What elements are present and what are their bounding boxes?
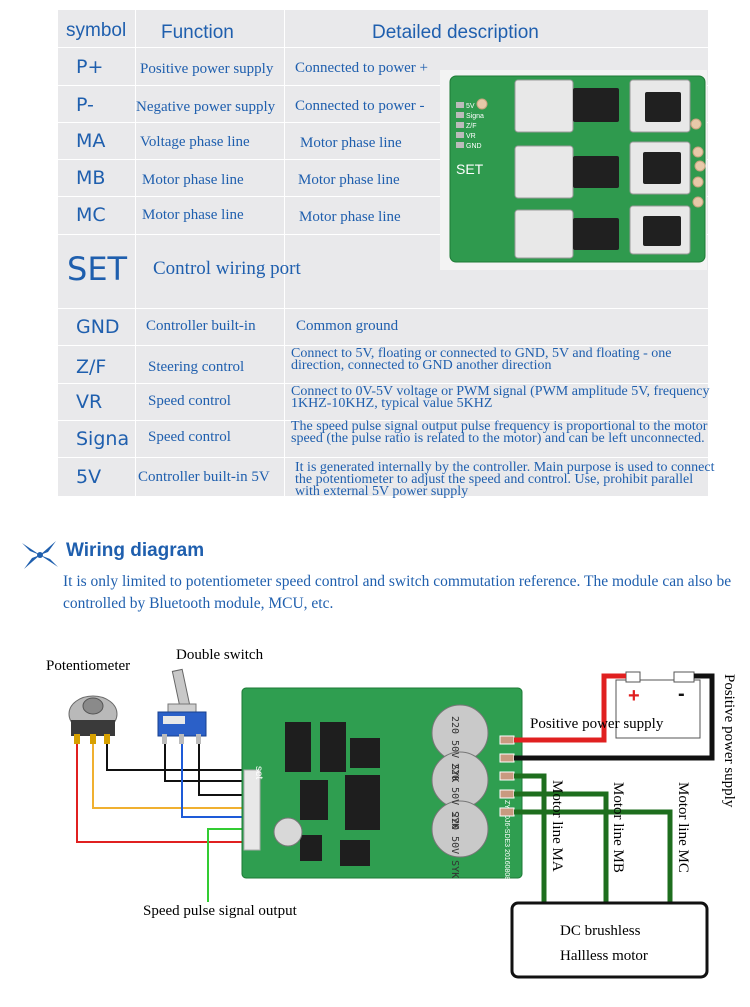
description-cell: Motor phase line (299, 209, 401, 225)
row-divider (58, 85, 708, 86)
row-divider (58, 383, 708, 384)
symbol-p-minus: P- (76, 94, 94, 116)
header-symbol: symbol (66, 20, 127, 41)
row-divider (58, 308, 708, 309)
description-cell: Connect to 0V-5V voltage or PWM signal (… (291, 384, 710, 411)
column-divider (284, 10, 285, 496)
description-cell: Connected to power + (295, 60, 429, 76)
row-divider (58, 196, 708, 197)
symbol-p-plus: P+ (76, 56, 104, 78)
symbol-set: SET (67, 250, 128, 288)
symbol-zf: Z/F (76, 356, 107, 378)
battery: + - (615, 671, 701, 739)
double-switch (157, 668, 207, 744)
description-cell: Connect to 5V, floating or connected to … (291, 346, 672, 373)
description-cell: The speed pulse signal output pulse freq… (291, 419, 708, 446)
double-switch-label: Double switch (176, 647, 264, 663)
function-cell: Steering control (148, 359, 245, 375)
row-divider (58, 345, 708, 346)
description-cell: Motor phase line (298, 172, 400, 188)
description-cell: Common ground (296, 318, 399, 334)
motor-line-c: Motor line MC (675, 782, 691, 873)
pin-label: 5V (466, 103, 475, 110)
battery-plus: + (628, 685, 640, 707)
symbol-ma: MA (76, 130, 106, 152)
row-divider (58, 457, 708, 458)
row-divider (58, 420, 708, 421)
row-divider (58, 159, 708, 160)
driver-board-photo: 5V Signa Z/F VR GND SET (440, 70, 707, 270)
battery-minus: - (678, 683, 685, 705)
symbol-vr: VR (76, 391, 103, 413)
symbol-gnd: GND (76, 316, 120, 338)
row-divider (58, 47, 708, 48)
row-divider (58, 234, 708, 235)
intro-text: It is only limited to potentiometer spee… (63, 573, 732, 612)
pin-label: Signa (466, 113, 484, 120)
function-cell: Controller built-in (146, 318, 256, 334)
header-description: Detailed description (372, 22, 539, 43)
motor-box-line1: DC brushless (560, 923, 641, 939)
potentiometer-label: Potentiometer (46, 658, 130, 674)
potentiometer (68, 695, 118, 744)
speed-pulse-label: Speed pulse signal output (143, 903, 298, 919)
positive-supply-vertical: Positive power supply (721, 674, 737, 808)
function-cell: Motor phase line (142, 207, 244, 223)
pin-label: VR (466, 133, 476, 140)
symbol-mb: MB (76, 167, 106, 189)
function-cell: Motor phase line (142, 172, 244, 188)
capacitor-label: 220 50V SYK (449, 812, 460, 878)
function-cell: Speed control (148, 393, 231, 409)
driver-board: set 220 50V SYK 220 50V SYK 220 50V SYK … (241, 687, 523, 880)
pin-label: Z/F (466, 123, 477, 130)
function-cell: Positive power supply (140, 61, 274, 77)
section-title: Wiring diagram (66, 540, 205, 561)
symbol-5v: 5V (76, 466, 102, 488)
description-cell: It is generated internally by the contro… (295, 460, 715, 499)
function-cell: Negative power supply (136, 99, 276, 115)
fan-icon (22, 541, 58, 569)
symbol-signa: Signa (76, 428, 130, 450)
capacitor-label: 220 50V SYK (449, 716, 460, 782)
row-divider (58, 122, 708, 123)
function-cell: Speed control (148, 429, 231, 445)
function-cell: Controller built-in 5V (138, 469, 270, 485)
description-cell: Motor phase line (300, 135, 402, 151)
set-label: SET (456, 161, 484, 177)
board-code: ZYDDJ6-SDE3 20160808 (503, 800, 510, 880)
board-set-label: set (253, 766, 264, 780)
pin-label: GND (466, 143, 482, 150)
symbol-mc: MC (76, 204, 106, 226)
capacitor-label: 220 50V SYK (449, 763, 460, 829)
function-cell: Voltage phase line (140, 134, 250, 150)
motor-line-b: Motor line MB (610, 782, 626, 873)
motor-box (510, 901, 709, 979)
motor-box-line2: Hallless motor (560, 948, 648, 964)
column-divider (135, 10, 136, 496)
motor-line-a: Motor line MA (549, 780, 565, 872)
header-function: Function (161, 22, 234, 43)
positive-supply-label: Positive power supply (530, 716, 664, 732)
description-cell: Connected to power - (295, 98, 425, 114)
function-cell: Control wiring port (153, 258, 301, 279)
wiring-diagram: Potentiometer Double switch Speed pulse … (46, 647, 737, 979)
